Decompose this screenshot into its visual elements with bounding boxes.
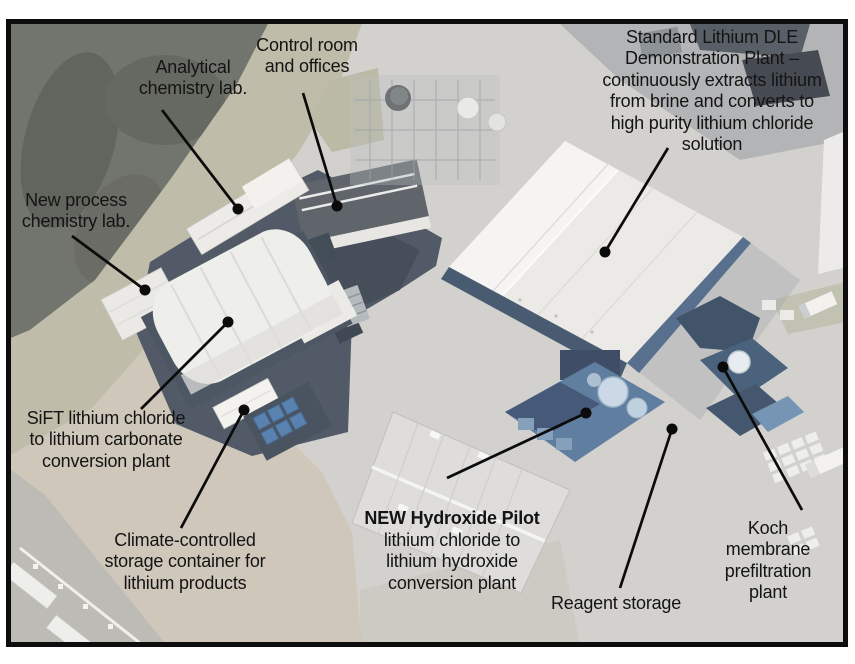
leader-dot-climate-storage bbox=[238, 404, 250, 416]
aerial-photo-canvas bbox=[11, 24, 843, 642]
leader-dots bbox=[139, 200, 729, 435]
leader-dot-new-process bbox=[139, 284, 151, 296]
label-koch-membrane-prefiltration: Koch membrane prefiltration plant bbox=[724, 518, 812, 603]
label-reagent-storage: Reagent storage bbox=[550, 593, 682, 613]
leader-dot-dle-plant bbox=[599, 246, 611, 258]
label-new-hydroxide-pilot-title: NEW Hydroxide Pilot bbox=[364, 508, 540, 529]
leader-dot-analytical bbox=[232, 203, 244, 215]
leader-line-new-process bbox=[71, 234, 146, 292]
label-new-process-chemistry-lab: New process chemistry lab. bbox=[21, 190, 131, 232]
leader-line-dle-plant bbox=[603, 147, 670, 253]
leader-dot-control-room bbox=[331, 200, 343, 212]
leader-line-climate-storage bbox=[179, 409, 246, 529]
leader-line-koch bbox=[721, 366, 804, 511]
leader-dot-sift bbox=[222, 316, 234, 328]
leader-line-control-room bbox=[301, 92, 339, 207]
leader-dot-koch bbox=[717, 361, 729, 373]
label-new-hydroxide-pilot-body: lithium chloride to lithium hydroxide co… bbox=[383, 529, 521, 593]
leader-line-reagent bbox=[618, 428, 674, 589]
label-analytical-chemistry-lab: Analytical chemistry lab. bbox=[138, 57, 248, 99]
leader-line-hydroxide bbox=[446, 411, 587, 480]
label-control-room-offices: Control room and offices bbox=[256, 35, 358, 77]
leader-dot-hydroxide bbox=[580, 407, 592, 419]
label-sift-conversion-plant: SiFT lithium chloride to lithium carbona… bbox=[26, 408, 186, 471]
label-dle-demonstration-plant: Standard Lithium DLE Demonstration Plant… bbox=[602, 27, 822, 155]
photo-frame bbox=[6, 19, 848, 647]
label-climate-controlled-storage: Climate-controlled storage container for… bbox=[104, 530, 266, 593]
leader-line-sift bbox=[140, 321, 229, 410]
leader-dot-reagent bbox=[666, 423, 678, 435]
leader-lines bbox=[71, 92, 804, 589]
leader-line-analytical bbox=[160, 109, 240, 210]
